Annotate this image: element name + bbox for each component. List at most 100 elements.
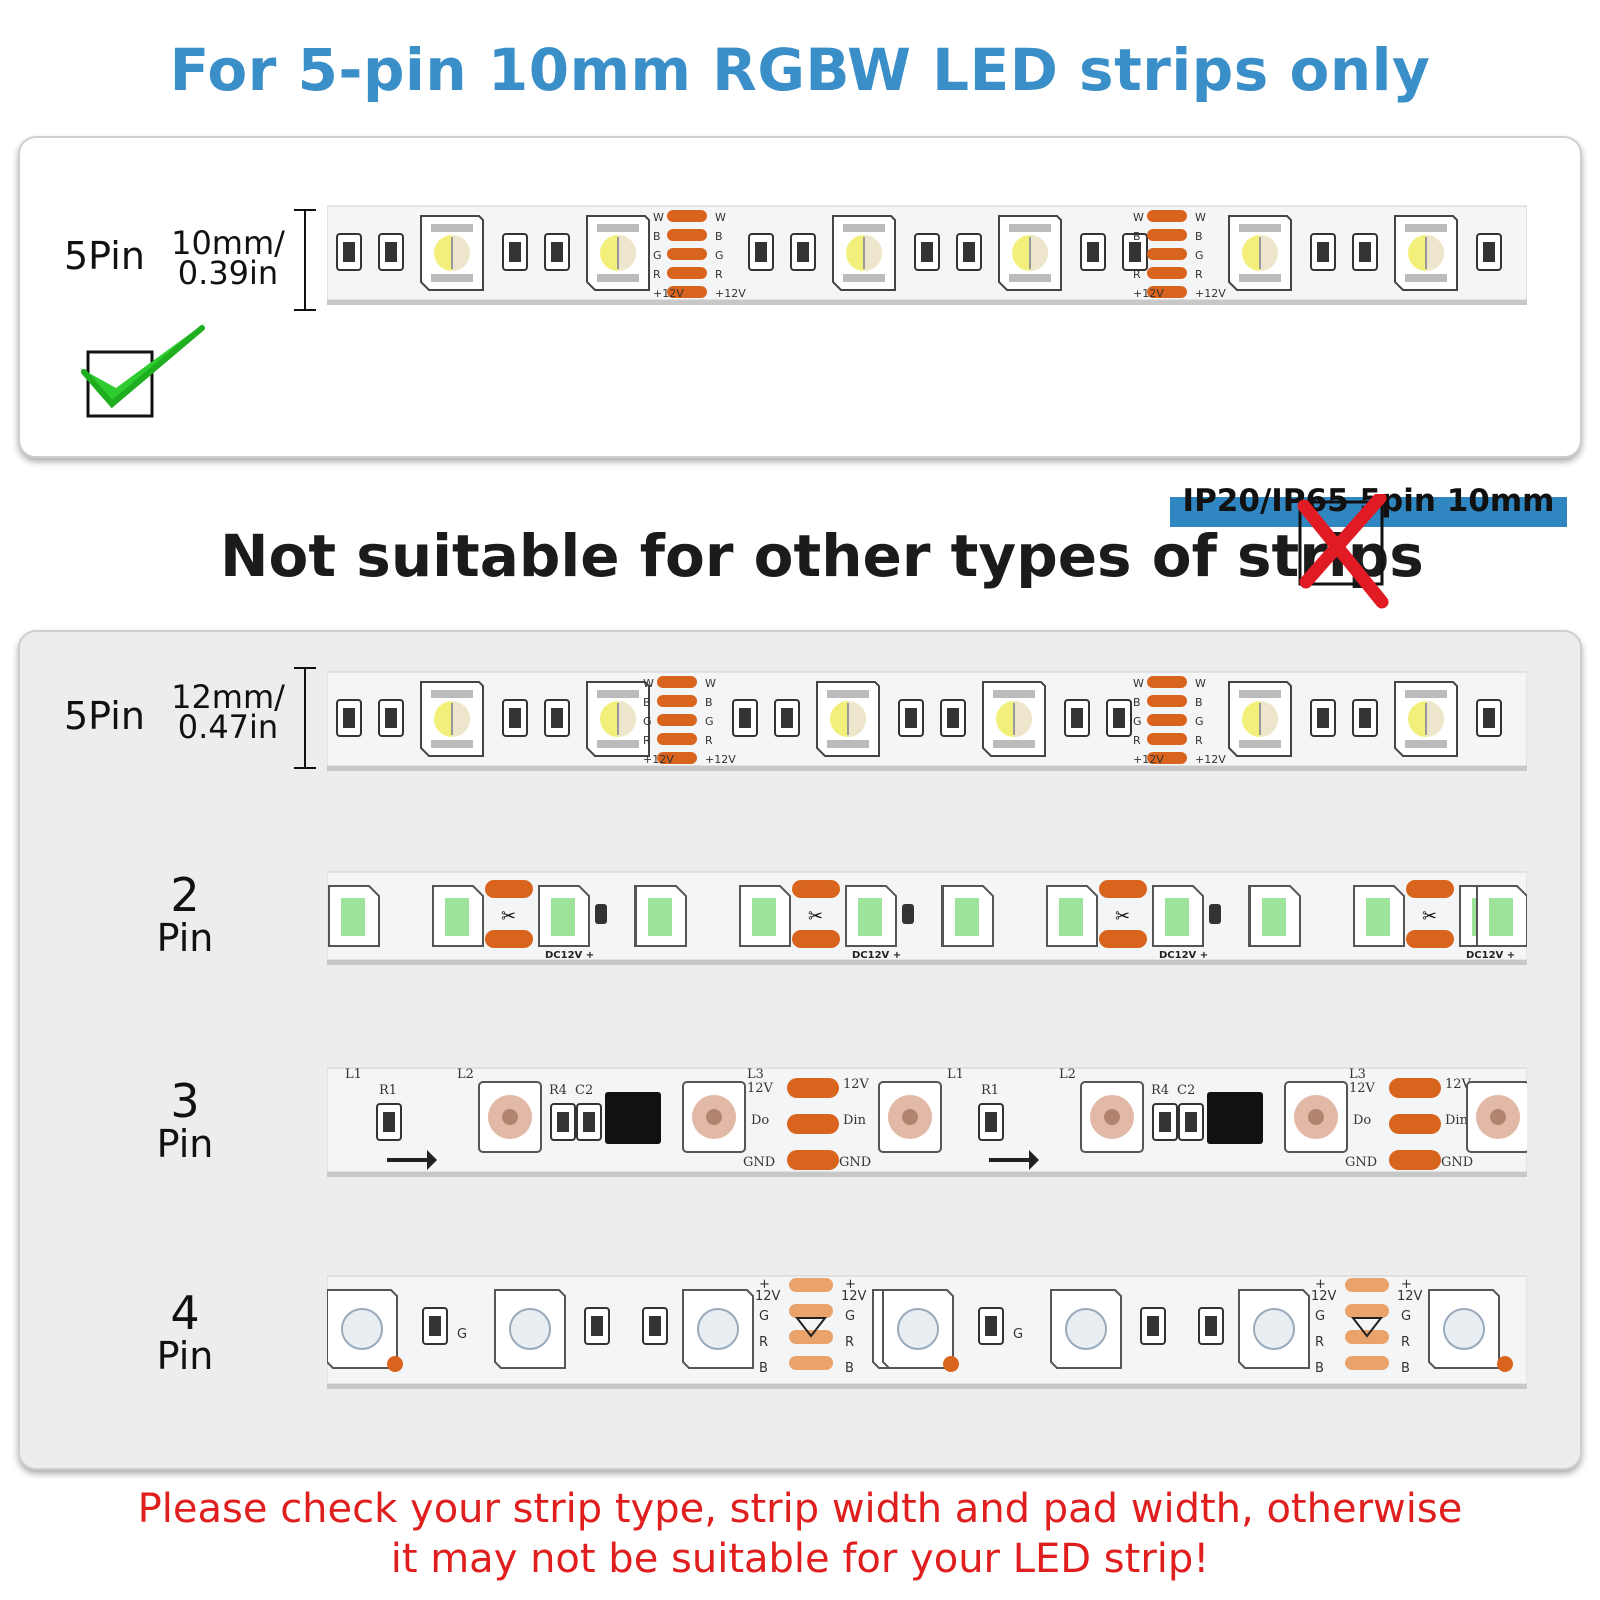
green-led	[1476, 885, 1527, 947]
svg-text:+12V: +12V	[653, 287, 684, 300]
solder-pad-group	[787, 1078, 839, 1170]
svg-text:R1: R1	[981, 1083, 999, 1098]
svg-text:R: R	[653, 268, 661, 281]
svg-text:+12V: +12V	[705, 753, 736, 766]
svg-text:R1: R1	[379, 1083, 397, 1098]
dc-label: DC12V +	[852, 950, 901, 961]
resistor	[902, 904, 914, 924]
svg-text:12V: 12V	[843, 1077, 870, 1092]
svg-text:B: B	[1133, 230, 1141, 243]
rgb-led	[882, 1289, 954, 1369]
rgb-led	[878, 1081, 942, 1153]
svg-text:B: B	[845, 1361, 854, 1376]
driver-ic	[1207, 1092, 1263, 1144]
svg-text:12V: 12V	[1397, 1289, 1423, 1304]
resistor	[1178, 1103, 1204, 1141]
svg-text:GND: GND	[839, 1155, 871, 1170]
svg-text:+12V: +12V	[1195, 287, 1226, 300]
resistor	[790, 233, 816, 271]
svg-text:W: W	[1133, 677, 1144, 690]
width-bracket	[294, 667, 316, 769]
strip-width-in: 0.47in	[177, 708, 279, 746]
svg-text:W: W	[1195, 677, 1206, 690]
svg-text:B: B	[1401, 1361, 1410, 1376]
svg-text:G: G	[643, 715, 652, 728]
cut-pad-pair: ✂	[485, 880, 533, 948]
resistor	[774, 699, 800, 737]
svg-text:12V: 12V	[1311, 1289, 1337, 1304]
solder-dot	[943, 1356, 959, 1372]
strip-width-mm: 10mm/	[171, 224, 285, 262]
direction-arrow	[989, 1150, 1039, 1170]
resistor	[978, 1307, 1004, 1345]
svg-text:R: R	[1195, 268, 1203, 281]
svg-text:G: G	[1133, 249, 1142, 262]
svg-text:B: B	[715, 230, 723, 243]
solder-pad-group	[789, 1278, 833, 1370]
resistor	[544, 699, 570, 737]
resistor	[1352, 233, 1378, 271]
direction-arrow	[387, 1150, 437, 1170]
resistor	[502, 699, 528, 737]
resistor	[914, 233, 940, 271]
resistor	[378, 233, 404, 271]
strip-pin-word: Pin	[156, 916, 214, 960]
svg-text:G: G	[759, 1309, 769, 1324]
svg-text:B: B	[643, 696, 651, 709]
svg-text:GND: GND	[1441, 1155, 1473, 1170]
svg-text:L2: L2	[457, 1067, 474, 1082]
svg-text:G: G	[1315, 1309, 1325, 1324]
svg-text:+12V: +12V	[643, 753, 674, 766]
dc-label: DC12V +	[545, 950, 594, 961]
resistor	[576, 1103, 602, 1141]
svg-text:C2: C2	[1177, 1083, 1195, 1098]
rgb-led	[478, 1081, 542, 1153]
dc-label: DC12V +	[1466, 950, 1515, 961]
svg-text:R: R	[1315, 1335, 1324, 1350]
svg-text:G: G	[1133, 715, 1142, 728]
strip-pin-label: 5Pin	[64, 234, 145, 278]
svg-text:G: G	[845, 1309, 855, 1324]
svg-text:+: +	[845, 1277, 856, 1292]
resistor	[1310, 699, 1336, 737]
strip-edge	[327, 1384, 1527, 1389]
x-mark-icon	[1297, 494, 1389, 609]
warning-message: Please check your strip type, strip widt…	[0, 1484, 1600, 1584]
rgbw-led	[816, 681, 880, 757]
resistor	[595, 904, 607, 924]
svg-text:R: R	[1133, 268, 1141, 281]
cut-pad-pair: ✂	[1406, 880, 1454, 948]
svg-text:B: B	[705, 696, 713, 709]
width-bracket	[294, 209, 316, 311]
strip-edge	[327, 300, 1527, 305]
green-led	[635, 885, 687, 947]
strip-pin-word: Pin	[156, 1122, 214, 1166]
resistor	[642, 1307, 668, 1345]
svg-text:+12V: +12V	[1133, 287, 1164, 300]
svg-text:Din: Din	[1445, 1113, 1469, 1128]
warning-line-1: Please check your strip type, strip widt…	[137, 1486, 1463, 1532]
green-led	[1249, 885, 1301, 947]
resistor	[1352, 699, 1378, 737]
rgbw-led	[420, 215, 484, 291]
strip-width-label: 12mm/ 0.47in	[162, 681, 294, 746]
strip-pin-label: 5Pin	[64, 694, 145, 738]
cut-pad-pair: ✂	[792, 880, 840, 948]
rgb-led	[1428, 1289, 1500, 1369]
green-led	[942, 885, 994, 947]
svg-text:B: B	[1133, 696, 1141, 709]
resistor	[732, 699, 758, 737]
resistor	[550, 1103, 576, 1141]
svg-text:B: B	[1195, 230, 1203, 243]
strip-edge	[327, 960, 1527, 965]
svg-text:L1: L1	[947, 1067, 964, 1082]
resistor	[544, 233, 570, 271]
green-led	[1046, 885, 1098, 947]
green-led	[432, 885, 484, 947]
